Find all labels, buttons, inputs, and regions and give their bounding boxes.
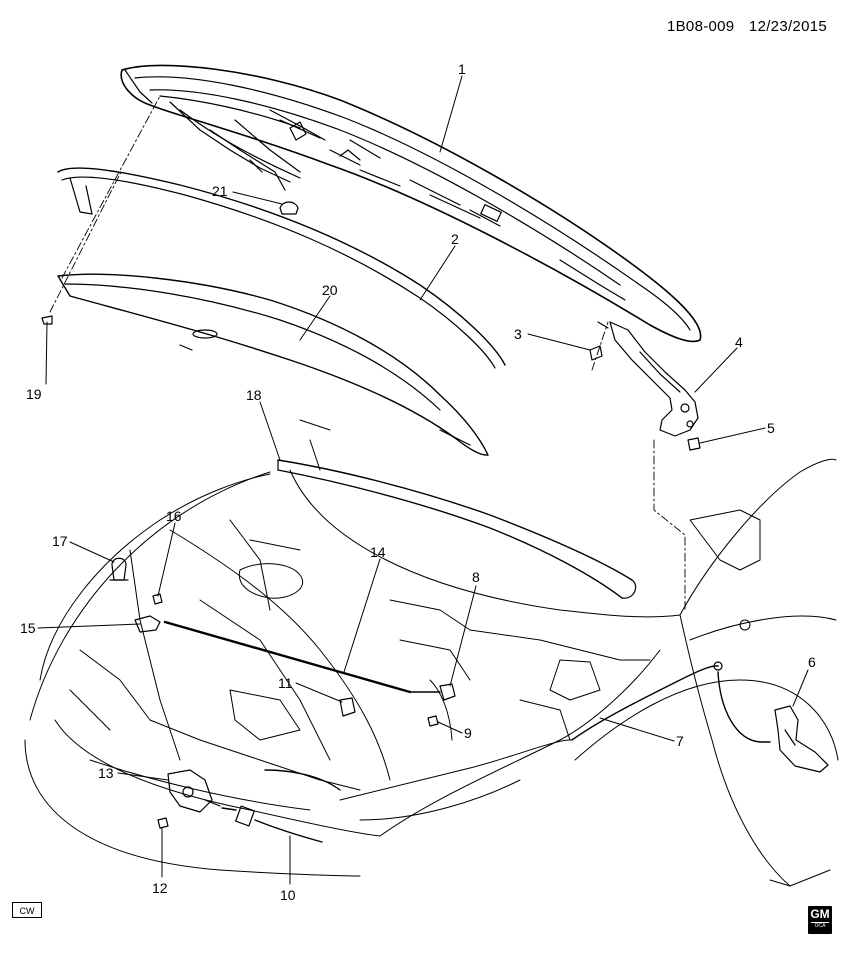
callout-9: 9 <box>464 725 472 741</box>
callout-1: 1 <box>458 61 466 77</box>
diagram-date: 12/23/2015 <box>748 18 827 35</box>
hood-rear-seal <box>58 168 505 368</box>
gm-logo-text: GM <box>810 907 830 921</box>
hood-latch <box>168 770 220 812</box>
prop-rod-holder-15 <box>135 616 160 632</box>
callout-labels: 1 2 3 4 5 6 7 8 9 10 11 12 13 14 15 16 1… <box>20 61 816 903</box>
callout-5: 5 <box>767 420 775 436</box>
callout-16: 16 <box>166 508 182 524</box>
callout-6: 6 <box>808 654 816 670</box>
dashed-leaders <box>50 96 685 610</box>
callout-11: 11 <box>278 675 293 691</box>
callout-13: 13 <box>98 765 114 781</box>
callout-18: 18 <box>246 387 262 403</box>
callout-21: 21 <box>212 183 228 199</box>
callout-12: 12 <box>152 880 168 896</box>
callout-4: 4 <box>735 334 743 350</box>
diagram-header: 1B08-009 12/23/2015 <box>657 18 827 35</box>
callout-8: 8 <box>472 569 480 585</box>
cw-badge: CW <box>12 902 42 918</box>
gm-logo-subtext: OCA <box>811 922 829 930</box>
callout-3: 3 <box>514 326 522 342</box>
hood-bumper <box>280 202 298 214</box>
retainer-16 <box>153 594 162 604</box>
callout-7: 7 <box>676 733 684 749</box>
release-cable-10 <box>222 770 340 842</box>
hood-panel <box>121 65 700 341</box>
callout-10: 10 <box>280 887 296 903</box>
callout-14: 14 <box>370 544 386 560</box>
callout-leaders <box>38 76 808 884</box>
gm-logo-icon: GM OCA <box>808 906 832 934</box>
release-handle <box>775 706 828 772</box>
prop-rod-clip <box>42 316 52 324</box>
diagram-id: 1B08-009 <box>666 18 735 35</box>
latch-bolt-12 <box>158 818 168 828</box>
hood-insulator <box>58 274 488 455</box>
clip-11 <box>340 698 355 716</box>
callout-19: 19 <box>26 386 42 402</box>
vehicle-front-body <box>25 420 838 886</box>
clip-9 <box>428 716 438 726</box>
hood-hinge <box>590 322 700 450</box>
callout-15: 15 <box>20 620 36 636</box>
weatherstrip <box>278 460 636 598</box>
callout-2: 2 <box>451 231 459 247</box>
prop-rod-clip-8 <box>440 684 455 700</box>
hood-prop-rod <box>165 622 440 692</box>
callout-20: 20 <box>322 282 338 298</box>
release-cable-7 <box>572 662 770 742</box>
callout-17: 17 <box>52 533 68 549</box>
